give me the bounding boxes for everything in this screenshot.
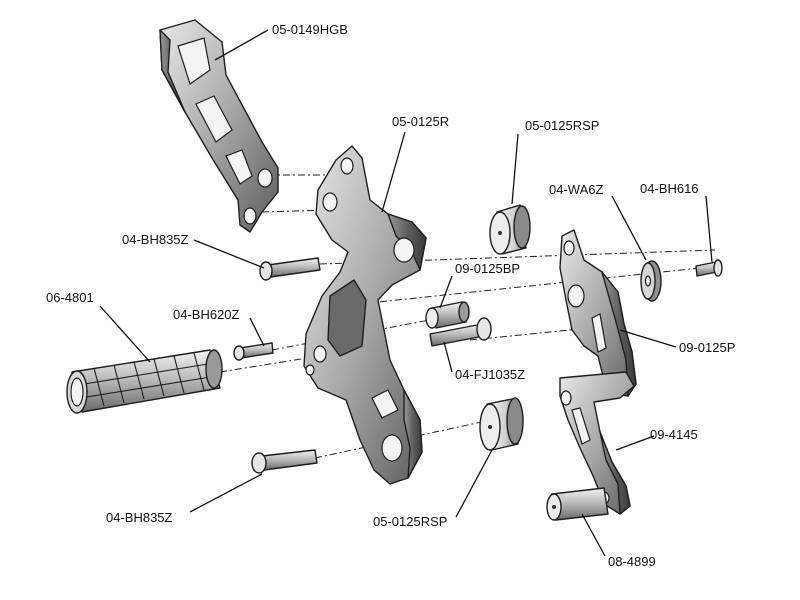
label-spacer-top: 05-0125RSP	[525, 118, 599, 133]
label-pedal-plate: 09-0125P	[679, 340, 735, 355]
label-hanger-bracket: 05-0149HGB	[272, 22, 348, 37]
washer-part	[640, 260, 662, 302]
pedal-plate-part	[559, 229, 637, 397]
spacer-top-part	[489, 204, 531, 255]
bolt-upper-part	[259, 257, 321, 281]
leader-pivot-bolt	[443, 341, 453, 373]
label-bolt-upper: 04-BH835Z	[122, 232, 189, 247]
label-pivot-bushing: 09-0125BP	[455, 261, 520, 276]
part-labels: 05-0149HGB 05-0125R 05-0125RSP 04-WA6Z 0…	[46, 22, 735, 569]
label-spacer-bottom: 05-0125RSP	[373, 514, 447, 529]
leader-spacer-top	[511, 133, 519, 205]
foot-peg-grip-knurl	[77, 352, 218, 407]
label-washer: 04-WA6Z	[549, 182, 603, 197]
label-main-plate: 05-0125R	[392, 114, 449, 129]
pivot-bushing-part	[425, 301, 470, 329]
pedal-tip-part	[546, 487, 609, 521]
leader-spacer-bottom	[455, 449, 493, 518]
leader-main-plate	[381, 131, 406, 213]
label-pedal-tip: 08-4899	[608, 554, 656, 569]
bolt-lower-part	[251, 449, 318, 474]
foot-peg-part	[66, 349, 223, 414]
leader-pedal-tip	[581, 513, 606, 557]
bolt-small-part	[695, 259, 723, 277]
leader-foot-peg	[99, 305, 151, 363]
label-bolt-small: 04-BH616	[640, 181, 699, 196]
leader-bolt-lower	[189, 473, 263, 513]
leader-bolt-peg	[249, 317, 265, 347]
leader-pedal-plate	[619, 329, 677, 348]
label-pivot-bolt: 04-FJ1035Z	[455, 367, 525, 382]
leader-washer	[611, 195, 647, 261]
hanger-bracket-part	[159, 19, 279, 233]
leader-pedal-arm	[615, 435, 655, 451]
label-pedal-arm: 09-4145	[650, 427, 698, 442]
leader-lines	[99, 29, 713, 557]
main-plate-part	[303, 145, 427, 485]
label-foot-peg: 06-4801	[46, 290, 94, 305]
label-bolt-peg: 04-BH620Z	[173, 307, 240, 322]
bolt-peg-part	[233, 342, 274, 361]
leader-hanger-bracket	[214, 29, 269, 61]
leader-pivot-bushing	[439, 275, 453, 309]
pivot-bolt-part	[429, 317, 492, 347]
leader-bolt-small	[705, 195, 713, 263]
leader-bolt-upper	[193, 239, 265, 269]
label-bolt-lower: 04-BH835Z	[106, 510, 173, 525]
spacer-bottom-part	[479, 397, 524, 451]
